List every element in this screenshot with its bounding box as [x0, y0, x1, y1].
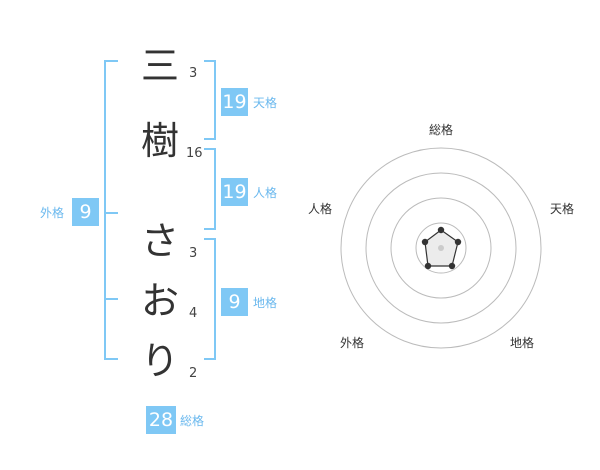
- radar-ring-4: [340, 147, 542, 349]
- gaikaku-bracket: [104, 60, 118, 360]
- stroke-count-1: 3: [189, 66, 198, 81]
- chikaku-bracket: [204, 238, 216, 360]
- jinkaku-bracket: [204, 148, 216, 230]
- chikaku-label: 地格: [253, 296, 278, 310]
- jinkaku-label: 人格: [253, 186, 278, 200]
- radar-ring-1: [415, 222, 467, 274]
- tenkaku-badge: 19: [221, 88, 248, 116]
- stroke-count-3: 3: [189, 246, 198, 261]
- radar-label-soukaku: 総格: [429, 123, 454, 137]
- jinkaku-badge: 19: [221, 178, 248, 206]
- gaikaku-bracket-tick-lower: [104, 298, 118, 300]
- name-char-4: お: [141, 279, 180, 323]
- radar-label-gaikaku: 外格: [340, 336, 365, 350]
- radar-center-dot: [438, 245, 444, 251]
- name-char-5: り: [141, 339, 180, 383]
- name-char-1: 三: [141, 44, 180, 88]
- soukaku-badge: 28: [146, 406, 176, 434]
- gaikaku-bracket-tick-upper: [104, 212, 118, 214]
- soukaku-label: 総格: [180, 414, 205, 428]
- stroke-count-5: 2: [189, 366, 198, 381]
- name-char-3: さ: [141, 219, 180, 263]
- chikaku-badge: 9: [221, 288, 248, 316]
- gaikaku-badge: 9: [72, 198, 99, 226]
- radar-point-tenkaku: [454, 238, 462, 246]
- radar-point-jinkaku: [421, 238, 429, 246]
- radar-label-jinkaku: 人格: [308, 202, 333, 216]
- radar-point-soukaku: [437, 226, 445, 234]
- stroke-count-4: 4: [189, 306, 198, 321]
- radar-label-tenkaku: 天格: [550, 202, 575, 216]
- radar-ring-3: [365, 172, 517, 324]
- tenkaku-label: 天格: [253, 96, 278, 110]
- radar-ring-2: [390, 197, 492, 299]
- radar-point-chikaku: [448, 262, 456, 270]
- gaikaku-label: 外格: [40, 206, 65, 220]
- name-char-2: 樹: [141, 119, 180, 163]
- stroke-count-2: 16: [186, 146, 203, 161]
- tenkaku-bracket: [204, 60, 216, 140]
- radar-point-gaikaku: [424, 262, 432, 270]
- radar-label-chikaku: 地格: [510, 336, 535, 350]
- radar-polygon: [424, 229, 459, 267]
